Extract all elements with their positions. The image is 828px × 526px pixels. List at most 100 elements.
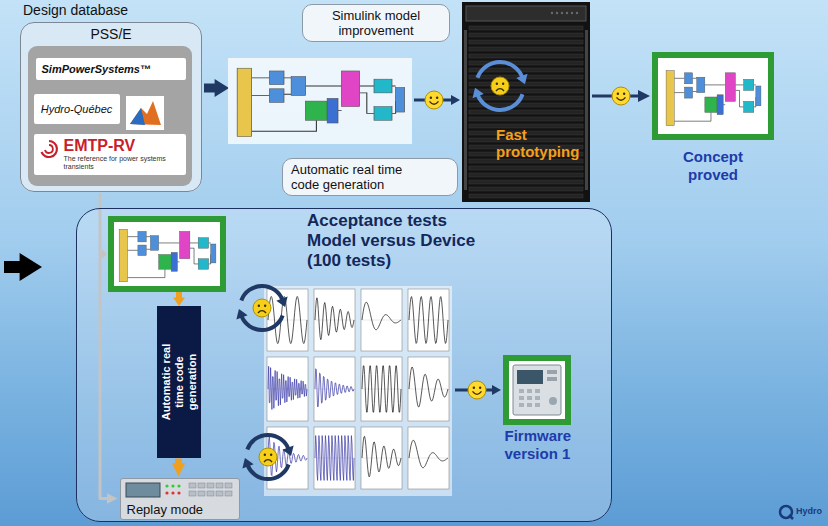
data-feed-line: [100, 193, 109, 499]
simulink-model-picture: [198, 259, 208, 270]
test-result-plots: [362, 366, 401, 412]
iteration-loop: [241, 316, 282, 330]
simulink-model-picture: [684, 87, 692, 98]
simulink-model-picture: [237, 68, 251, 137]
sad-face: [491, 77, 509, 95]
logo-text: Hydro: [796, 506, 822, 516]
simulink-model-picture: [374, 107, 392, 121]
test-result-plots: [314, 357, 355, 421]
test-result-plots: [409, 297, 448, 344]
relay-device-picture: [513, 365, 561, 415]
result-caption: Concept proved: [668, 148, 758, 184]
relay-device-picture: [527, 403, 532, 407]
sad-face: [253, 299, 271, 317]
sad-face: [259, 448, 277, 466]
simulator-rack-picture: [469, 89, 583, 93]
matlab-logo: [126, 96, 164, 130]
model-picture: [658, 58, 768, 134]
simulator-rack-picture: [585, 30, 588, 190]
test-result-plots: [315, 436, 354, 481]
iteration-loop: [282, 446, 293, 457]
callout-text: Simulink model improvement: [311, 8, 441, 38]
smiley-face: [425, 91, 443, 109]
simulink-model-picture: [198, 238, 208, 249]
relay-device-picture: [225, 491, 232, 496]
simulink-model-picture: [374, 79, 392, 93]
logo-text: EMTP-RV: [64, 137, 182, 155]
callout-box: Simulink model improvement: [302, 4, 450, 42]
smiley-face: [468, 381, 486, 399]
region-heading: Acceptance tests Model versus Device (10…: [307, 211, 487, 271]
sad-face: [264, 460, 272, 462]
simulator-rack-picture: [469, 82, 583, 86]
smiley-face: [612, 87, 630, 105]
test-result-plots: [315, 298, 354, 340]
relay-device-picture: [126, 483, 160, 497]
iteration-loop: [247, 435, 288, 449]
relay-device-picture: [535, 389, 540, 393]
simulink-model-picture: [327, 98, 338, 123]
relay-device: Replay mode: [120, 478, 240, 520]
relay-device-picture: [547, 370, 557, 374]
result-caption: Firmware version 1: [505, 427, 595, 463]
simulink-model-picture: [291, 76, 305, 95]
simulink-model-picture: [138, 245, 146, 256]
simulator-rack-picture: [469, 173, 583, 177]
simulink-model-picture: [684, 73, 692, 84]
logo-panel: [28, 46, 192, 186]
relay-device-picture: [519, 396, 524, 400]
database-box: Design databasePSS/ESimPowerSystems™Hydr…: [20, 22, 202, 192]
logo-text: SimPowerSystems™: [42, 63, 180, 75]
relay-device-picture: [177, 491, 180, 494]
simulator-rack-picture: [551, 12, 553, 14]
simulink-model-picture: [159, 255, 171, 270]
iteration-loop: [241, 286, 282, 300]
iteration-loop: [247, 465, 288, 479]
success-arrow: [455, 381, 501, 399]
simulink-model-picture: [666, 71, 674, 126]
relay-device-picture: [189, 483, 196, 488]
smiley-face: [617, 93, 619, 95]
logo-box: SimPowerSystems™: [36, 58, 186, 80]
simulink-model-picture: [171, 252, 177, 271]
test-result-plots: [409, 440, 448, 467]
simulator-rack-picture: [469, 166, 583, 170]
iteration-loop: [242, 458, 253, 469]
simulator-rack-picture: [469, 110, 583, 114]
simulink-model-picture: [756, 86, 761, 106]
test-result-plots: [264, 286, 452, 496]
simulink-model-picture: [138, 231, 146, 242]
sad-face: [502, 83, 504, 85]
test-result-plots: [268, 366, 307, 409]
sad-face: [270, 454, 272, 456]
tool-name: PSS/E: [21, 26, 201, 42]
simulink-model-picture: [674, 78, 756, 121]
smiley-face: [468, 381, 486, 399]
smiley-face: [430, 101, 439, 104]
relay-device-picture: [177, 484, 180, 487]
simulink-model-picture: [744, 79, 754, 90]
smiley-face: [425, 91, 443, 109]
simulator-rack-picture: [464, 30, 467, 190]
model-background: [228, 58, 412, 144]
test-region: Acceptance tests Model versus Device (10…: [76, 208, 612, 522]
test-result-plots: [408, 357, 449, 421]
matlab-logo: [126, 96, 164, 130]
relay-device-picture: [519, 403, 524, 407]
smiley-face: [623, 93, 625, 95]
emtp-logo-mark: [41, 141, 56, 157]
sad-face: [259, 448, 277, 466]
smiley-face: [436, 97, 438, 99]
emtp-logo-mark: [39, 139, 59, 159]
test-result-plots: [314, 289, 355, 351]
relay-device-picture: [198, 483, 205, 488]
device-caption: Replay mode: [127, 502, 204, 517]
test-result-plots: [268, 296, 307, 343]
logo-box: Hydro-Québec: [34, 94, 120, 124]
sad-face: [264, 454, 266, 456]
data-feed-line: [100, 249, 107, 259]
iteration-loop: [236, 286, 287, 330]
simulink-model-picture: [119, 229, 127, 281]
